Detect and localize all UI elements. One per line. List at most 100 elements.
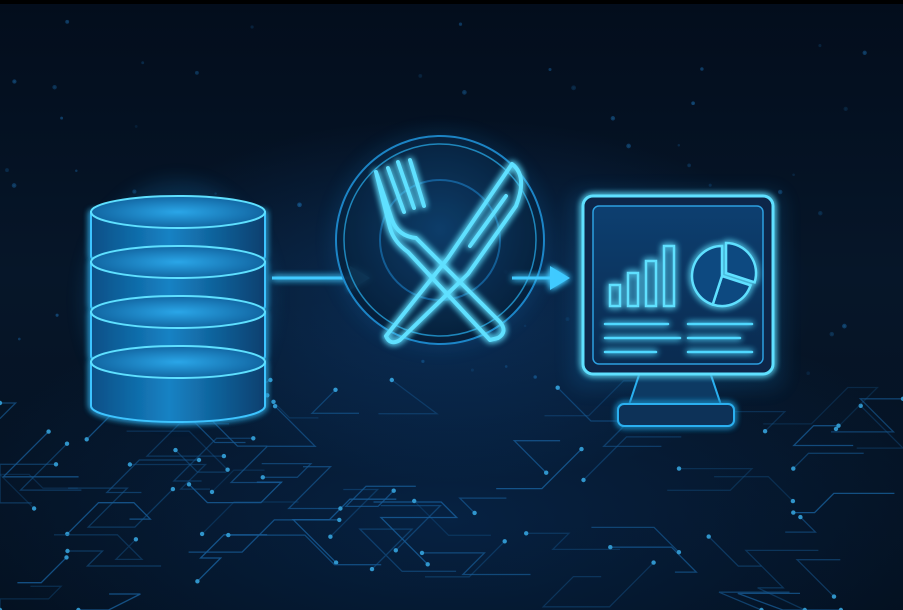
dashboard-bar-chart [608,244,676,308]
background-particle [687,163,691,168]
circuit-trace [792,425,854,447]
circuit-trace [795,559,841,598]
circuit-node [759,607,764,610]
circuit-node [53,462,59,467]
circuit-trace [68,487,174,528]
background-particle [548,67,552,72]
circuit-node [272,404,278,409]
circuit-trace [229,405,317,484]
circuit-trace [458,497,507,514]
background-particle [297,202,302,208]
background-particle [792,173,795,177]
circuit-trace [126,430,229,471]
circuit-node [265,393,270,398]
circuit-node [524,531,529,536]
dashboard-bar [626,271,640,308]
background-particle [75,169,78,172]
circuit-node [338,506,343,511]
circuit-trace [496,448,582,490]
dashboard-bar [608,283,622,308]
circuit-trace [378,379,439,415]
background-particle [533,375,537,379]
circuit-node [858,403,863,408]
circuit-node [838,607,844,610]
circuit-trace [66,502,152,535]
circuit-node [802,607,807,610]
circuit-trace [737,592,841,610]
background-particle [11,183,17,188]
circuit-trace [54,534,144,561]
circuit-node [791,466,796,471]
circuit-node [209,489,215,495]
circuit-trace [175,449,227,473]
dashboard-pie-slice [690,244,724,307]
circuit-node [419,550,425,556]
circuit-trace [714,476,794,502]
circuit-node [333,387,338,392]
database-icon [83,180,273,423]
circuit-node [64,441,70,446]
circuit-trace [785,516,817,533]
circuit-trace [831,398,903,433]
circuit-trace [188,481,283,504]
circuit-node [393,548,398,553]
circuit-node [900,396,903,401]
circuit-node [472,510,477,516]
circuit-node [676,550,682,555]
background-particle [60,116,64,120]
circuit-board-floor [0,19,903,610]
arrow-right-icon [512,266,570,290]
background-particle [691,101,695,106]
circuit-node [199,531,205,537]
dashboard-bar [644,259,658,308]
circuit-trace [425,540,506,578]
circuit-trace [0,402,18,420]
circuit-node [195,579,200,584]
circuit-trace [541,562,655,608]
background-particle [134,124,138,128]
circuit-trace [261,462,313,478]
circuit-node [268,377,273,383]
circuit-node [391,488,396,493]
circuit-node [186,482,192,487]
background-particle [458,22,463,26]
circuit-trace [373,501,459,565]
circuit-node [833,426,839,432]
dashboard-monitor-icon [570,190,785,427]
background-particle [5,168,9,173]
circuit-node [260,475,265,480]
background-particle [504,365,508,368]
background-particle [708,183,712,187]
background-particle [806,371,811,376]
circuit-trace [422,552,531,576]
circuit-node [706,534,711,539]
circuit-trace [228,534,382,566]
background-particle [700,67,704,71]
dashboard-text-lines [603,322,754,354]
background-particle [65,19,70,24]
circuit-trace [0,585,63,610]
circuit-trace [0,473,78,509]
circuit-node [762,429,768,434]
circuit-trace [67,550,162,567]
circuit-node [337,517,342,523]
background-particle [418,73,423,78]
circuit-node [84,437,89,442]
circuit-node [0,607,3,610]
circuit-node [31,506,37,511]
circuit-node [196,457,202,463]
circuit-node [651,560,656,565]
circuit-trace [793,492,895,514]
circuit-node [412,498,417,504]
circuit-trace [287,466,341,510]
circuit-node [170,486,176,492]
background-particle [52,84,57,90]
circuit-node [676,466,682,471]
circuit-trace [744,549,819,610]
background-particle [132,189,137,194]
circuit-trace [358,528,457,572]
dashboard-pie-slice [724,241,758,284]
circuit-trace [526,532,620,551]
background-particle [842,323,847,329]
